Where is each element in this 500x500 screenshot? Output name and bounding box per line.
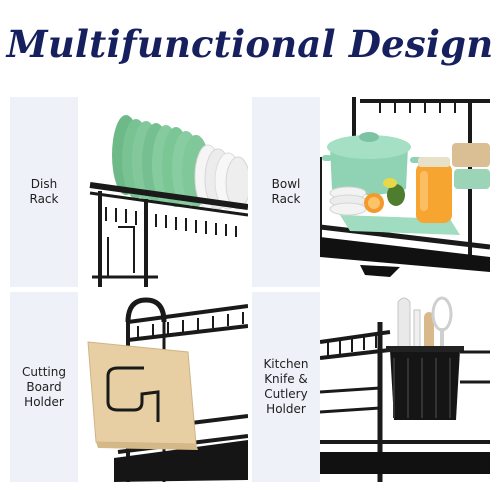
- rack-frame: [89, 182, 248, 287]
- board-holder-wire: [106, 366, 160, 422]
- white-plates: [194, 144, 248, 210]
- bowl-rack-photo: [320, 97, 490, 287]
- drip-tray: [114, 440, 248, 482]
- cutting-board-photo: [78, 292, 248, 482]
- cutlery-cup: [386, 346, 464, 420]
- label-box: Bowl Rack: [252, 97, 320, 287]
- bowls: [329, 186, 367, 216]
- drip-tray: [320, 452, 490, 474]
- panel-label-dish-rack: Dish Rack: [29, 177, 59, 206]
- cutlery-holder-photo: [320, 292, 490, 482]
- panel-cutlery-holder: Kitchen Knife & Cutlery Holder: [252, 292, 490, 482]
- panel-label-cutting-board-holder: Cutting Board Holder: [22, 364, 66, 409]
- panel-cutting-board-holder: Cutting Board Holder: [10, 292, 248, 482]
- juice-jar: [416, 157, 452, 223]
- drip-tray: [320, 237, 490, 272]
- avocado: [387, 184, 405, 206]
- panel-label-bowl-rack: Bowl Rack: [271, 177, 301, 206]
- label-box: Cutting Board Holder: [10, 292, 78, 482]
- label-box: Kitchen Knife & Cutlery Holder: [252, 292, 320, 482]
- panel-label-cutlery-holder: Kitchen Knife & Cutlery Holder: [263, 357, 309, 416]
- dish-rack-photo: [78, 97, 248, 287]
- green-plates: [112, 115, 210, 207]
- page-title: Multifunctional Design: [6, 22, 494, 66]
- panel-bowl-rack: Bowl Rack: [252, 97, 490, 287]
- panel-dish-rack: Dish Rack: [10, 97, 248, 287]
- label-box: Dish Rack: [10, 97, 78, 287]
